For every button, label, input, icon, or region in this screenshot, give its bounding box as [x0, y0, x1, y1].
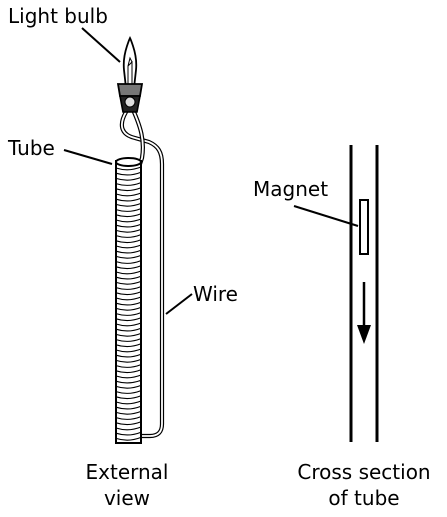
tube-coil-ring [115, 379, 142, 384]
tube [115, 157, 142, 444]
tube-coil-ring [115, 182, 142, 186]
tube-coil-ring [115, 400, 142, 405]
tube-coil-ring [115, 436, 142, 441]
external-caption-line1: External [86, 460, 169, 484]
tube-coil-ring [115, 280, 142, 285]
cross-caption-line2: of tube [328, 486, 399, 510]
tube-coil-ring [115, 244, 142, 249]
tube-coil-ring [115, 202, 142, 207]
tube-coil-ring [115, 306, 142, 311]
light-bulb-label: Light bulb [8, 4, 108, 28]
tube-coil-ring [115, 197, 142, 202]
tube-coil-ring [115, 364, 142, 368]
tube-coil-ring [115, 338, 142, 342]
wire-label: Wire [193, 282, 238, 306]
tube-coil-ring [115, 176, 142, 181]
light-bulb-leader [81, 27, 121, 63]
tube-coil-ring [115, 374, 142, 379]
tube-coil-ring [115, 223, 142, 228]
tube-coil-ring [115, 348, 142, 353]
tube-coil-ring [115, 187, 142, 192]
tube-coil-ring [115, 301, 142, 306]
tube-coil-ring [115, 208, 142, 212]
tube-coil-ring [115, 431, 142, 436]
tube-coil-ring [115, 353, 142, 358]
tube-coil-ring [115, 390, 142, 394]
tube-coil-ring [115, 312, 142, 316]
tube-coil-ring [115, 395, 142, 400]
tube-coil-ring [115, 171, 142, 176]
tube-coil-ring [115, 286, 142, 290]
tube-coil-ring [115, 166, 142, 171]
tube-coil-ring [115, 218, 142, 223]
tube-leader [63, 149, 113, 165]
tube-coil-ring [115, 410, 142, 415]
magnet-label: Magnet [253, 177, 328, 201]
tube-coil-ring [115, 322, 142, 327]
tube-coil-ring [115, 327, 142, 332]
tube-label: Tube [7, 136, 55, 160]
tube-coil-ring [115, 332, 142, 337]
tube-coil-ring [115, 239, 142, 244]
tube-coil-ring [115, 254, 142, 259]
tube-coil-ring [115, 270, 142, 275]
tube-coil-ring [115, 369, 142, 374]
tube-coils [115, 166, 142, 441]
cross-section-view: Magnet Cross section of tube [253, 145, 431, 510]
tube-coil-ring [115, 384, 142, 389]
tube-coil-ring [115, 296, 142, 301]
magnet-leader [293, 205, 359, 227]
light-bulb [116, 35, 144, 113]
tube-coil-ring [115, 275, 142, 280]
down-arrow [357, 282, 371, 344]
tube-coil-ring [115, 265, 142, 270]
tube-coil-ring [115, 234, 142, 238]
tube-coil-ring [115, 405, 142, 410]
tube-coil-ring [115, 291, 142, 296]
tube-coil-ring [115, 228, 142, 233]
wire [119, 109, 165, 439]
magnet [359, 199, 369, 255]
external-caption-line2: view [104, 486, 150, 510]
tube-coil-ring [115, 343, 142, 348]
tube-coil-ring [115, 260, 142, 264]
tube-coil-ring [115, 192, 142, 197]
tube-coil-ring [115, 249, 142, 254]
tube-coil-ring [115, 426, 142, 431]
cross-caption-line1: Cross section [297, 460, 430, 484]
tube-coil-ring [115, 421, 142, 426]
tube-coil-ring [115, 213, 142, 218]
tube-coil-ring [115, 416, 142, 420]
wire-leader [165, 293, 193, 315]
tube-coil-ring [115, 358, 142, 363]
tube-coil-ring [115, 317, 142, 322]
external-view: Light bulb Tube Wire External view [7, 4, 238, 510]
